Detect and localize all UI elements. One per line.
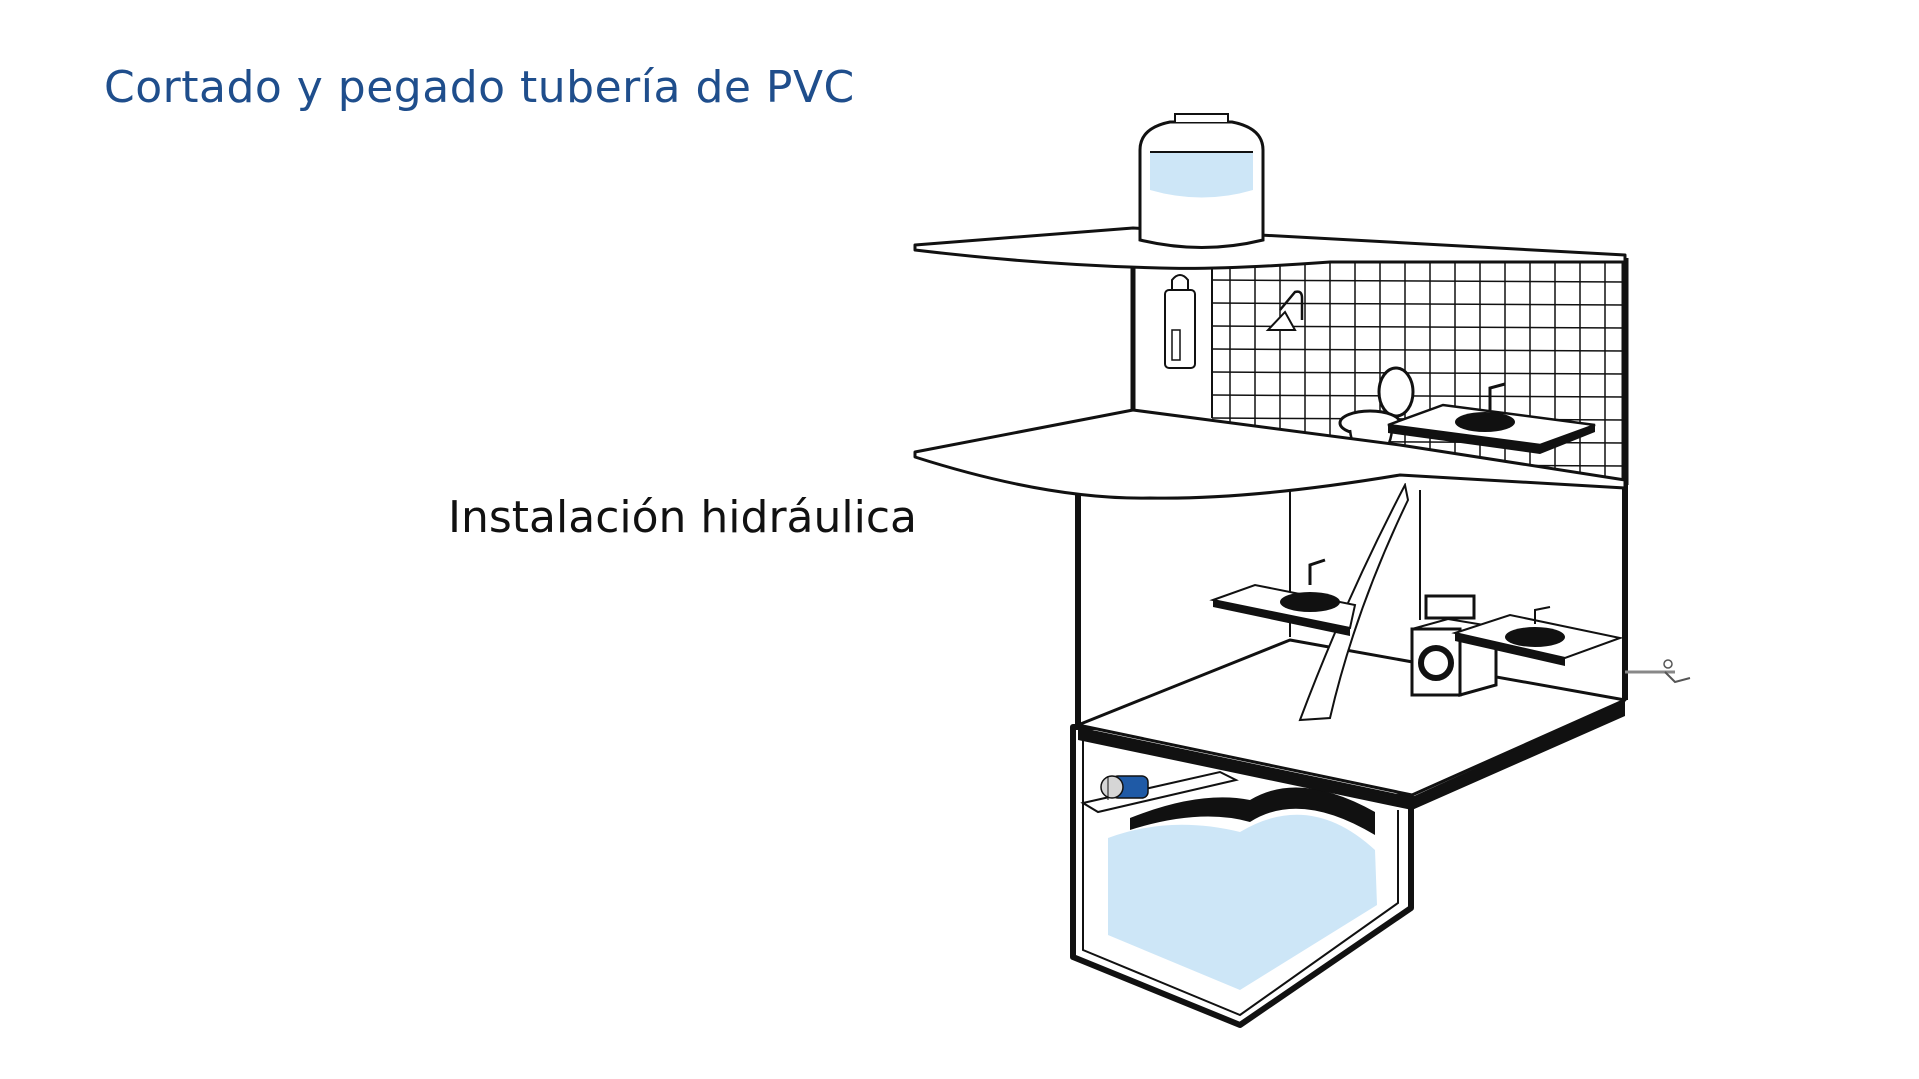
shower-head-icon xyxy=(1265,290,1304,331)
roof-water-tank xyxy=(1138,113,1265,249)
cistern-water xyxy=(1108,814,1377,990)
ground-floor xyxy=(1075,482,1691,810)
cistern xyxy=(1070,724,1414,1028)
sink-ground-right xyxy=(1451,606,1624,666)
outdoor-faucet-icon xyxy=(1625,659,1691,684)
upper-floor xyxy=(913,258,1629,500)
sink-bathroom xyxy=(1387,382,1596,454)
water-pump-icon xyxy=(1100,775,1149,800)
roof xyxy=(913,113,1627,270)
sink-ground-left xyxy=(1209,558,1357,636)
water-heater-icon xyxy=(1164,274,1196,369)
washing-machine xyxy=(1410,594,1498,697)
section-label: Instalación hidráulica xyxy=(448,492,917,543)
page-title: Cortado y pegado tubería de PVC xyxy=(104,62,855,113)
